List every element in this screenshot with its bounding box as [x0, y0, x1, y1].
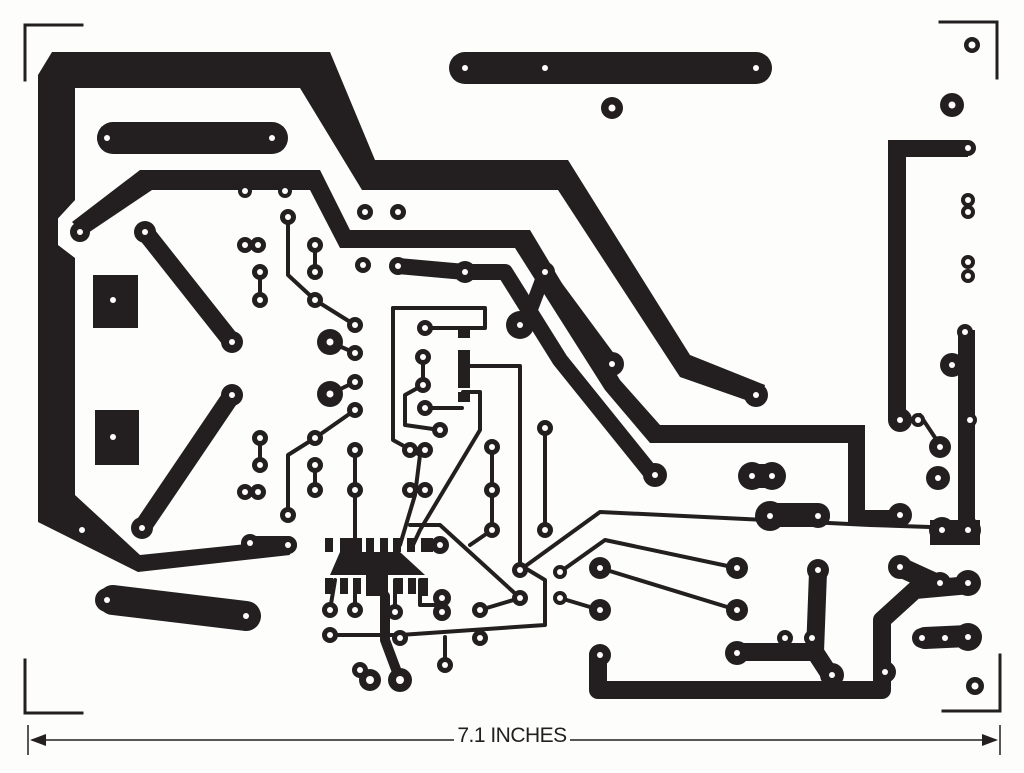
ic-footprint: [325, 328, 470, 685]
corner-marks: [23, 20, 1002, 715]
arrow-left-icon: [30, 734, 46, 746]
corner-mark-top-right: [938, 20, 999, 80]
round-pads: [95, 37, 984, 695]
corner-mark-bottom-left: [23, 658, 84, 715]
ground-trace: [38, 52, 765, 572]
arrow-right-icon: [982, 734, 998, 746]
signal-trace-upper: [70, 170, 905, 525]
corner-mark-top-left: [23, 23, 84, 82]
dimension-label: 7.1 INCHES: [0, 724, 1024, 748]
square-pads: [93, 275, 139, 465]
corner-mark-bottom-right: [941, 653, 1002, 713]
dimension-text: 7.1 INCHES: [454, 724, 570, 747]
